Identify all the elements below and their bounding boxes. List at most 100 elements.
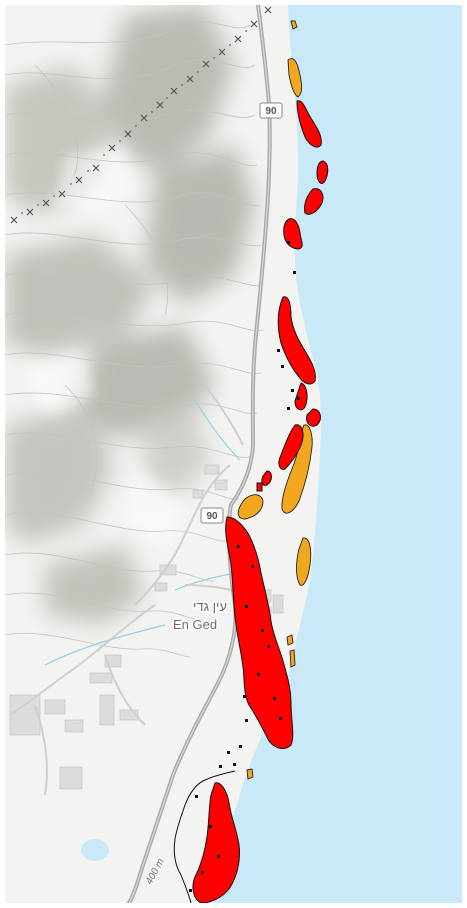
- sinkhole-point[interactable]: [267, 645, 270, 648]
- hillshade-light: [125, 465, 185, 545]
- hazard-high-polygon[interactable]: [316, 160, 329, 184]
- sinkhole-point[interactable]: [219, 765, 222, 768]
- sinkhole-point[interactable]: [201, 871, 204, 874]
- hillshade-layer: [5, 5, 255, 625]
- sinkhole-point[interactable]: [195, 795, 198, 798]
- hillshade-ridge: [145, 405, 210, 495]
- border-x-mark: [140, 114, 148, 122]
- border-x-mark: [264, 6, 272, 14]
- hazard-medium-polygon[interactable]: [287, 58, 303, 98]
- contour-lines: [5, 21, 264, 658]
- sinkhole-point[interactable]: [279, 717, 282, 720]
- highway-90-centerline: [128, 5, 271, 903]
- stream-line: [194, 399, 241, 461]
- building: [89, 672, 113, 684]
- border-line: [10, 6, 272, 224]
- border-dot: [87, 170, 89, 172]
- minor-road: [9, 604, 156, 716]
- hazard-high-polygon[interactable]: [192, 782, 240, 903]
- hazard-high-polygon[interactable]: [304, 188, 324, 215]
- border-x-mark: [234, 35, 242, 43]
- hazard-medium-polygon[interactable]: [296, 537, 312, 586]
- sinkhole-point[interactable]: [217, 855, 220, 858]
- border-x-mark: [156, 101, 164, 109]
- contour-line: [64, 384, 98, 496]
- sinkhole-point[interactable]: [261, 629, 264, 632]
- sinkhole-point[interactable]: [291, 389, 294, 392]
- sinkhole-points: [189, 241, 300, 892]
- hazard-medium-polygon[interactable]: [290, 20, 298, 30]
- sinkhole-point[interactable]: [287, 241, 290, 244]
- border-x-mark: [250, 20, 258, 28]
- border-dot: [21, 212, 23, 214]
- hazard-high-polygon[interactable]: [261, 470, 272, 486]
- hillshade-ridge: [145, 145, 255, 305]
- border-x-mark: [218, 48, 226, 56]
- sinkhole-point[interactable]: [245, 605, 248, 608]
- highway-shield-top: 90: [259, 102, 283, 119]
- border-dot: [197, 71, 199, 73]
- border-x-mark: [202, 60, 210, 68]
- border-dot: [70, 183, 72, 185]
- minor-road: [204, 384, 244, 446]
- sinkhole-point[interactable]: [245, 719, 248, 722]
- border-dot: [53, 195, 55, 197]
- sinkhole-point[interactable]: [239, 745, 242, 748]
- building: [44, 699, 66, 715]
- place-label-hebrew: עין גדי: [193, 599, 227, 614]
- contour-line: [5, 512, 228, 542]
- sinkhole-point[interactable]: [257, 673, 260, 676]
- sinkhole-point[interactable]: [297, 397, 300, 400]
- hazard-high-polygon[interactable]: [296, 100, 322, 148]
- contour-line: [5, 312, 264, 332]
- hillshade-light: [55, 145, 135, 215]
- sinkhole-point[interactable]: [233, 763, 236, 766]
- sinkhole-point[interactable]: [287, 407, 290, 410]
- minor-road: [104, 654, 146, 726]
- sinkhole-point[interactable]: [277, 349, 280, 352]
- contour-line: [34, 64, 78, 176]
- contour-line: [5, 152, 258, 167]
- survey-outline[interactable]: [173, 770, 236, 903]
- hazard-medium-polygon[interactable]: [237, 494, 264, 520]
- hazard-high-polygon[interactable]: [278, 424, 304, 470]
- hazard-medium-polygon[interactable]: [286, 634, 294, 646]
- hazard-high-polygon[interactable]: [306, 408, 321, 427]
- sinkhole-point[interactable]: [251, 565, 254, 568]
- border-x-mark: [42, 199, 50, 207]
- sinkhole-point[interactable]: [273, 697, 276, 700]
- sinkhole-point[interactable]: [237, 545, 240, 548]
- border-dot: [166, 97, 168, 99]
- contour-line: [5, 21, 251, 46]
- map-view[interactable]: 90 90 עין גדי En Ged 400 m: [5, 5, 462, 903]
- map-canvas[interactable]: 90 90 עין גדי En Ged 400 m: [5, 5, 462, 903]
- sinkhole-point[interactable]: [243, 695, 246, 698]
- contour-line: [5, 432, 250, 458]
- contour-line: [5, 192, 261, 207]
- hazard-medium-polygon[interactable]: [281, 424, 313, 514]
- hazard-high-polygon[interactable]: [256, 482, 263, 492]
- hazard-medium-polygon[interactable]: [289, 649, 296, 668]
- hazard-high-polygon[interactable]: [294, 382, 308, 411]
- hillshade-ridge: [100, 5, 235, 175]
- minor-roads: [9, 384, 256, 796]
- sinkhole-point[interactable]: [209, 825, 212, 828]
- hazard-high-polygon[interactable]: [277, 296, 316, 385]
- sinkhole-point[interactable]: [189, 889, 192, 892]
- border-x-mark: [58, 190, 66, 198]
- hazard-high-layer: [192, 100, 329, 903]
- sinkhole-point[interactable]: [293, 271, 296, 274]
- hazard-medium-polygon[interactable]: [246, 768, 254, 780]
- border-x-mark: [108, 144, 116, 152]
- highway-shield-mid-label: 90: [206, 511, 218, 522]
- sinkhole-point[interactable]: [227, 751, 230, 754]
- building: [64, 719, 84, 733]
- hazard-high-polygon[interactable]: [225, 516, 294, 749]
- border-dot: [135, 125, 137, 127]
- border-dot: [119, 140, 121, 142]
- sinkhole-point[interactable]: [281, 365, 284, 368]
- border-dot: [181, 84, 183, 86]
- building: [154, 582, 168, 592]
- contour-line: [5, 632, 192, 658]
- building: [204, 464, 220, 475]
